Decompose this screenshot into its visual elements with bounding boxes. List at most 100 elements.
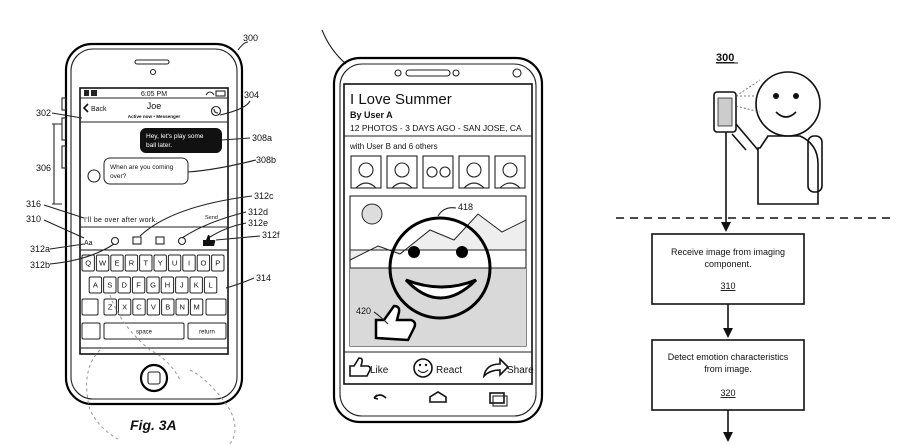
battery-icon xyxy=(215,90,226,97)
key-k[interactable] xyxy=(189,276,203,294)
emoji-eye-left xyxy=(408,246,420,258)
phone1-camera xyxy=(149,68,157,76)
key-m-label: M xyxy=(193,303,199,312)
key-g[interactable] xyxy=(146,276,160,294)
key-a[interactable] xyxy=(88,276,103,294)
key-t[interactable] xyxy=(139,254,153,272)
message-input[interactable]: I'll be over after work. xyxy=(84,217,158,224)
nav-recents-icon[interactable] xyxy=(489,392,505,404)
like-icon[interactable] xyxy=(349,357,372,377)
number-key[interactable] xyxy=(81,322,101,340)
key-s[interactable] xyxy=(103,276,117,294)
ref-310: 310 xyxy=(26,214,41,224)
key-h[interactable] xyxy=(160,276,175,294)
payment-icon[interactable] xyxy=(110,236,120,246)
phone-call-icon[interactable] xyxy=(210,105,222,117)
key-b[interactable] xyxy=(161,298,175,316)
key-o[interactable] xyxy=(196,254,211,272)
phone1-side-button xyxy=(61,145,67,169)
ref-314: 314 xyxy=(256,273,271,283)
key-w[interactable] xyxy=(95,254,110,272)
key-x[interactable] xyxy=(117,298,132,316)
key-m[interactable] xyxy=(189,298,204,316)
phone1-side-button xyxy=(61,117,67,141)
key-w-label: W xyxy=(99,259,107,268)
key-y[interactable] xyxy=(153,254,167,272)
key-p[interactable] xyxy=(211,254,225,272)
key-q[interactable] xyxy=(81,254,95,272)
return-key[interactable] xyxy=(187,322,227,340)
key-o-label: O xyxy=(200,259,206,268)
send-button[interactable]: Send xyxy=(205,215,218,221)
sun-shape xyxy=(361,203,383,225)
signal-icon xyxy=(84,90,89,96)
key-v-label: V xyxy=(151,303,156,312)
friend-thumbnail[interactable] xyxy=(386,155,418,189)
key-u[interactable] xyxy=(167,254,182,272)
back-button[interactable]: Back xyxy=(91,106,107,113)
key-e[interactable] xyxy=(110,254,124,272)
home-button[interactable] xyxy=(139,363,169,393)
flow-step-320-line1: Detect emotion characteristics xyxy=(668,352,789,362)
text-format-button[interactable]: Aa xyxy=(84,240,93,247)
react-button[interactable]: React xyxy=(436,365,462,376)
facebook-icon xyxy=(91,90,97,96)
key-t-label: T xyxy=(144,259,149,268)
like-button[interactable]: Like xyxy=(370,365,389,376)
key-n[interactable] xyxy=(175,298,189,316)
key-e-label: E xyxy=(114,259,119,268)
key-h-label: H xyxy=(165,281,170,290)
emoji-face xyxy=(388,216,492,320)
space-key[interactable] xyxy=(103,322,185,340)
message-incoming xyxy=(103,157,189,185)
key-z-label: Z xyxy=(108,303,113,312)
held-phone xyxy=(713,91,737,133)
key-l[interactable] xyxy=(203,276,218,294)
key-y-label: Y xyxy=(158,259,163,268)
album-meta: 12 PHOTOS - 3 DAYS AGO - SAN JOSE, CA xyxy=(350,123,522,133)
emoji-icon[interactable] xyxy=(177,236,187,246)
key-v[interactable] xyxy=(146,298,161,316)
friend-thumbnail[interactable] xyxy=(350,155,382,189)
key-f[interactable] xyxy=(131,276,146,294)
key-i[interactable] xyxy=(182,254,196,272)
key-d[interactable] xyxy=(117,276,131,294)
key-j[interactable] xyxy=(175,276,189,294)
nav-back-icon[interactable] xyxy=(373,394,387,400)
gallery-icon[interactable] xyxy=(155,236,165,245)
key-r[interactable] xyxy=(124,254,139,272)
like-thumb-icon[interactable] xyxy=(203,235,216,246)
ref-418: 418 xyxy=(458,202,473,212)
key-c[interactable] xyxy=(132,298,146,316)
key-r-label: R xyxy=(129,259,135,268)
friend-thumbnail[interactable] xyxy=(494,155,526,189)
emoji-smile xyxy=(404,278,478,300)
phone2-body xyxy=(332,56,544,424)
message-incoming-line2: over? xyxy=(110,173,127,180)
nav-home-icon[interactable] xyxy=(429,391,447,403)
friend-thumbnail[interactable] xyxy=(458,155,490,189)
share-icon[interactable] xyxy=(482,357,510,379)
album-tagged: with User B and 6 others xyxy=(349,142,438,151)
backspace-key[interactable] xyxy=(205,298,227,316)
shift-key[interactable] xyxy=(81,298,99,316)
space-key-label: space xyxy=(136,330,153,336)
key-b-label: B xyxy=(165,303,170,312)
album-title: I Love Summer xyxy=(350,91,452,108)
key-i-label: I xyxy=(188,259,190,268)
friend-thumbnail[interactable] xyxy=(422,155,454,189)
phone1-side-button xyxy=(61,97,67,111)
key-x-label: X xyxy=(122,303,127,312)
react-icon[interactable] xyxy=(413,358,433,378)
person-body xyxy=(757,135,819,205)
camera-icon[interactable] xyxy=(132,236,142,245)
ref-312c: 312c xyxy=(254,191,274,201)
share-button[interactable]: Share xyxy=(507,365,534,376)
phone-photo-album: I Love Summer By User A 12 PHOTOS - 3 DA… xyxy=(321,29,544,424)
message-incoming-line1: When are you coming xyxy=(110,164,174,171)
contact-avatar xyxy=(87,169,101,183)
back-chevron-icon[interactable] xyxy=(82,103,89,113)
